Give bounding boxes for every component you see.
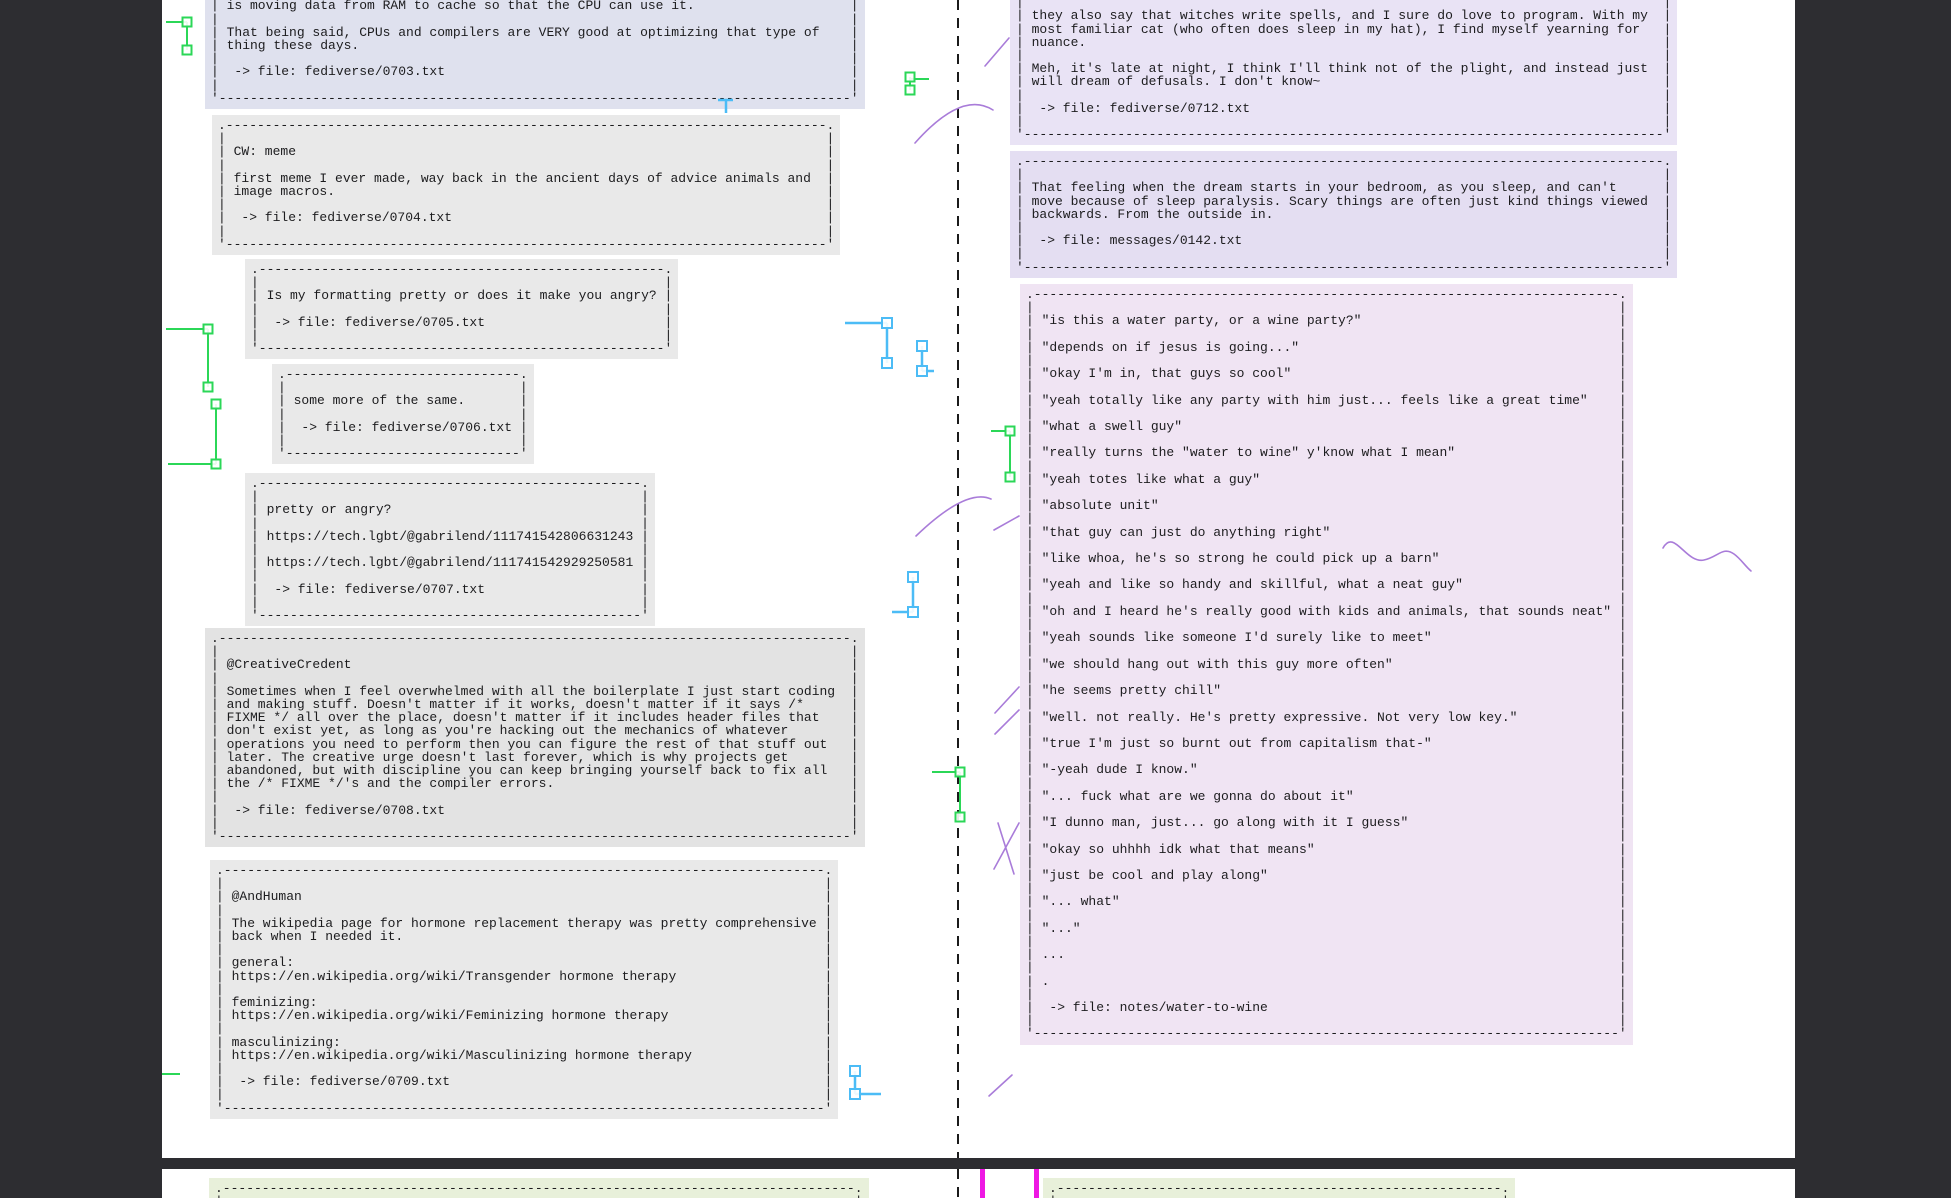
canvas-card-fediverse-0709[interactable]: .---------------------------------------… [210, 860, 839, 1119]
canvas-card-fediverse-0703[interactable]: .---------------------------------------… [205, 0, 865, 110]
canvas-card-fediverse-0712[interactable]: .---------------------------------------… [1010, 0, 1678, 146]
canvas-card-notes-water-to-wine[interactable]: .---------------------------------------… [1020, 284, 1633, 1045]
canvas-card-fediverse-0707[interactable]: .---------------------------------------… [245, 473, 655, 627]
canvas-card-fediverse-0704[interactable]: .---------------------------------------… [212, 115, 841, 256]
canvas-card-fediverse-0708[interactable]: .---------------------------------------… [205, 628, 865, 848]
canvas-card-green-card-left[interactable]: .---------------------------------------… [209, 1178, 869, 1198]
canvas-card-fediverse-0706[interactable]: .------------------------------. | | | s… [272, 364, 534, 465]
canvas-card-fediverse-0705[interactable]: .---------------------------------------… [245, 259, 679, 360]
canvas-card-messages-0142[interactable]: .---------------------------------------… [1010, 151, 1678, 278]
canvas-card-green-card-right[interactable]: .---------------------------------------… [1043, 1178, 1516, 1198]
